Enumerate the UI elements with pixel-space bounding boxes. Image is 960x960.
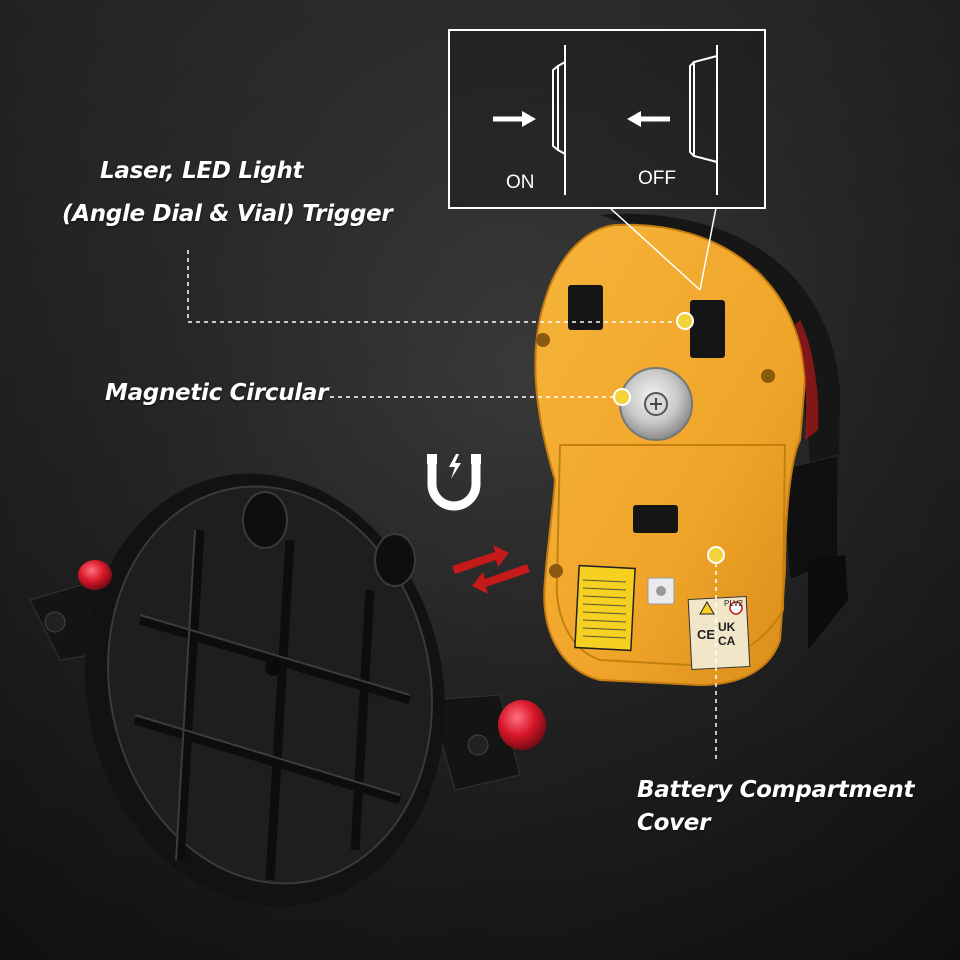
battery-callout-dot — [707, 546, 725, 564]
off-label: OFF — [638, 168, 676, 189]
trigger-callout-dot — [676, 312, 694, 330]
ukca-mark: UK CA — [718, 620, 736, 648]
trigger-callout-label: Laser, LED Light — [100, 152, 304, 190]
trigger-label-line2: (Angle Dial & Vial) Trigger — [62, 201, 393, 227]
battery-label-line2: Cover — [637, 810, 711, 836]
off-arrow-icon — [627, 111, 670, 127]
on-arrow-icon — [493, 111, 536, 127]
on-label: ON — [506, 172, 535, 193]
battery-callout-label: Battery Compartment — [637, 771, 914, 809]
trigger-callout-line — [187, 250, 685, 323]
magnetic-callout-label: Magnetic Circular — [105, 380, 329, 406]
magnet-icon — [427, 454, 481, 511]
ce-mark: CE — [697, 627, 716, 642]
magnet-attach-arrows-icon — [452, 545, 530, 594]
battery-callout-label-2: Cover — [637, 804, 710, 842]
device-model-text: PLV2 — [724, 599, 743, 608]
trigger-callout-label-2: (Angle Dial & Vial) Trigger — [62, 195, 393, 233]
magnetic-callout-dot — [613, 388, 631, 406]
trigger-label-line1: Laser, LED Light — [100, 158, 304, 184]
battery-label-line1: Battery Compartment — [637, 777, 915, 803]
